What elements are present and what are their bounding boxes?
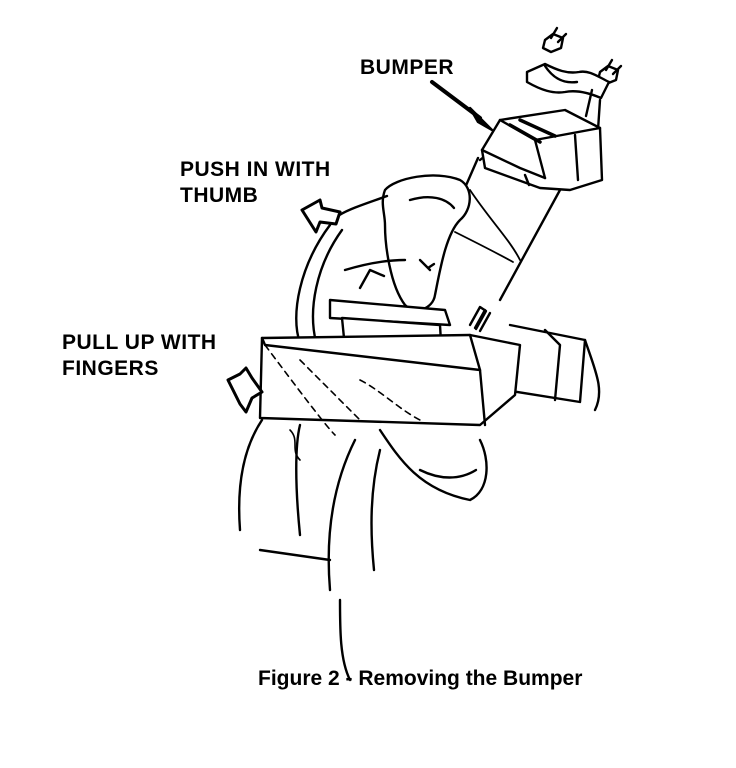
side-bar	[503, 323, 601, 412]
push-in-label: PUSH IN WITH THUMB	[180, 157, 331, 209]
pull-up-label-line1: PULL UP WITH	[62, 331, 217, 354]
pull-arrow-icon	[226, 366, 264, 414]
pull-up-label: PULL UP WITH FINGERS	[62, 330, 217, 382]
spring	[468, 305, 492, 333]
push-arrow-icon	[300, 198, 342, 234]
bumper-arrow	[430, 80, 494, 132]
bumper-part	[480, 108, 604, 192]
latch-frame	[295, 174, 471, 345]
bumper-label: BUMPER	[360, 55, 454, 81]
push-in-label-line1: PUSH IN WITH	[180, 158, 331, 181]
hand-outline	[237, 418, 382, 682]
bumper-label-text: BUMPER	[360, 56, 455, 79]
bumper-bracket	[525, 62, 611, 132]
figure-caption: Figure 2 - Removing the Bumper	[258, 667, 583, 690]
buckle-housing	[258, 333, 522, 502]
pull-up-label-line2: FINGERS	[62, 357, 159, 380]
push-in-label-line2: THUMB	[180, 184, 259, 207]
